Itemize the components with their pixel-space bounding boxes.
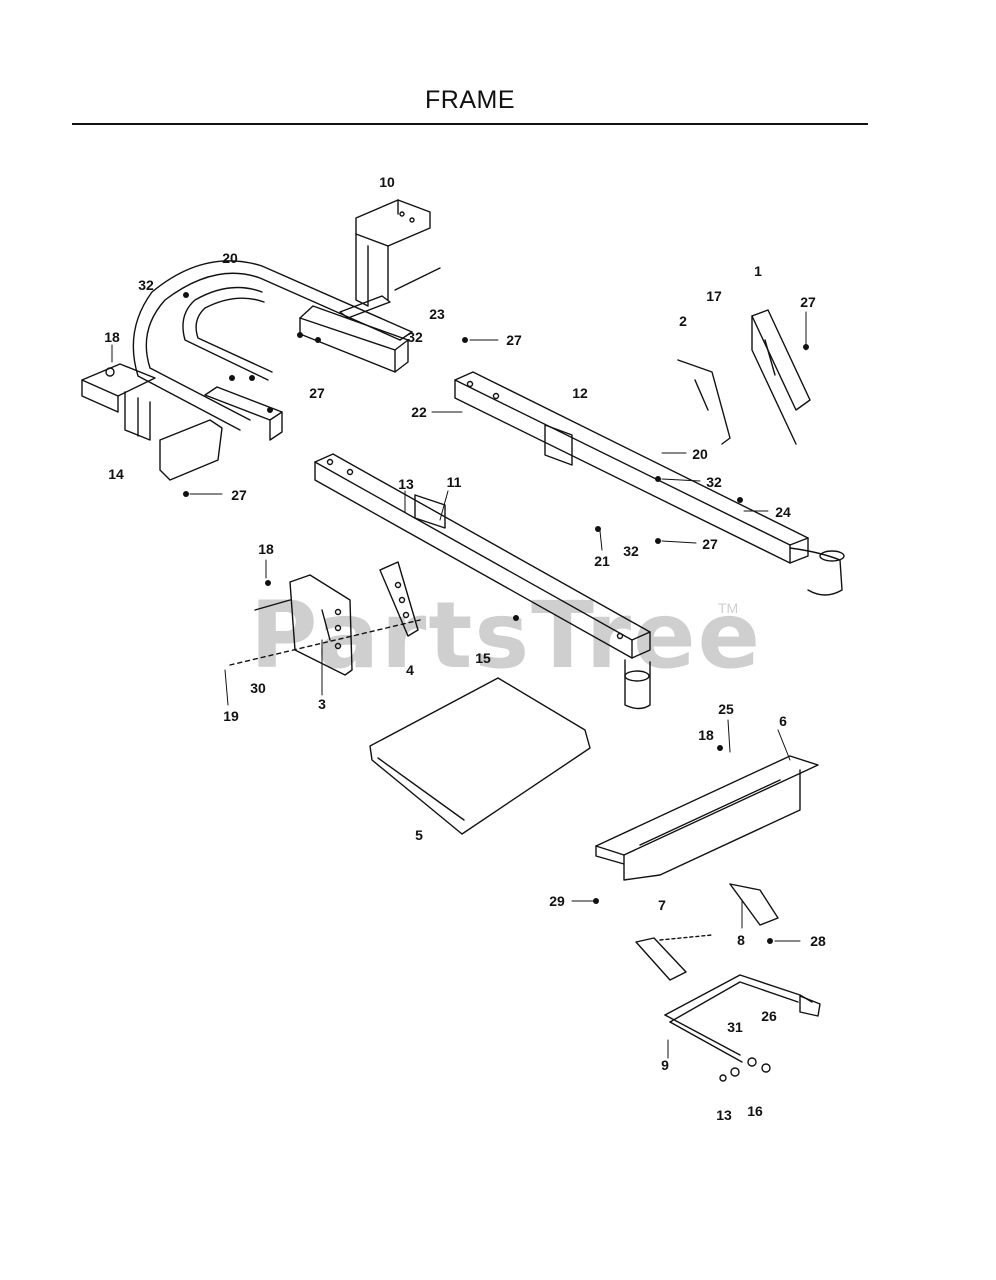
frame-rail-11: [314, 453, 651, 710]
callout-22: 22: [411, 404, 427, 420]
callout-31: 31: [727, 1019, 743, 1035]
callout-12: 12: [572, 385, 588, 401]
callout-1: 1: [754, 263, 762, 279]
title-rule: [72, 123, 868, 125]
callout-26: 26: [761, 1008, 777, 1024]
callout-13-top: 13: [398, 476, 414, 492]
callout-8: 8: [737, 932, 745, 948]
callout-20-top: 20: [222, 250, 238, 266]
callout-4: 4: [406, 662, 414, 678]
callout-18-left: 18: [104, 329, 120, 345]
callout-29: 29: [549, 893, 565, 909]
square-tube: [204, 305, 409, 441]
callout-2: 2: [679, 313, 687, 329]
plate-3: [289, 574, 353, 676]
bracket-1: [677, 309, 811, 445]
rod-9: [664, 974, 821, 1082]
floor-pan-5: [369, 677, 591, 835]
callout-23: 23: [429, 306, 445, 322]
callout-16: 16: [747, 1103, 763, 1119]
bracket-7: [635, 934, 713, 981]
callout-13-bottom: 13: [716, 1107, 732, 1123]
callout-27-top: 27: [506, 332, 522, 348]
callout-18-right: 18: [698, 727, 714, 743]
callout-32-top: 32: [407, 329, 423, 345]
bracket-10: [339, 199, 441, 319]
callout-30: 30: [250, 680, 266, 696]
page-title: FRAME: [425, 86, 515, 114]
front-bumper-bar: [132, 260, 413, 431]
callout-27-left: 27: [309, 385, 325, 401]
bracket-8: [729, 883, 779, 926]
callout-7: 7: [658, 897, 666, 913]
callout-27-mid: 27: [702, 536, 718, 552]
seat-plate-6: [595, 755, 819, 881]
callout-19: 19: [223, 708, 239, 724]
callout-32-left: 32: [138, 277, 154, 293]
callout-5: 5: [415, 827, 423, 843]
callout-27-bottom-left: 27: [231, 487, 247, 503]
callout-18-mid: 18: [258, 541, 274, 557]
bracket-14: [81, 363, 223, 481]
callout-20-right: 20: [692, 446, 708, 462]
callout-28: 28: [810, 933, 826, 949]
callout-32-mid: 32: [623, 543, 639, 559]
callout-15: 15: [475, 650, 491, 666]
callout-3: 3: [318, 696, 326, 712]
callout-24: 24: [775, 504, 791, 520]
callout-32-right: 32: [706, 474, 722, 490]
plate-4: [229, 561, 421, 666]
leader-lines: [111, 311, 807, 1059]
callout-10: 10: [379, 174, 395, 190]
hardware-dots: [183, 292, 809, 944]
callout-27-right: 27: [800, 294, 816, 310]
callout-25: 25: [718, 701, 734, 717]
watermark: PartsTree: [250, 582, 762, 689]
watermark-trademark: TM: [718, 600, 739, 616]
callout-9: 9: [661, 1057, 669, 1073]
callout-6: 6: [779, 713, 787, 729]
callout-17: 17: [706, 288, 722, 304]
callout-21: 21: [594, 553, 610, 569]
callout-11: 11: [446, 474, 462, 490]
frame-rail-12: [454, 371, 845, 596]
callout-14: 14: [108, 466, 124, 482]
